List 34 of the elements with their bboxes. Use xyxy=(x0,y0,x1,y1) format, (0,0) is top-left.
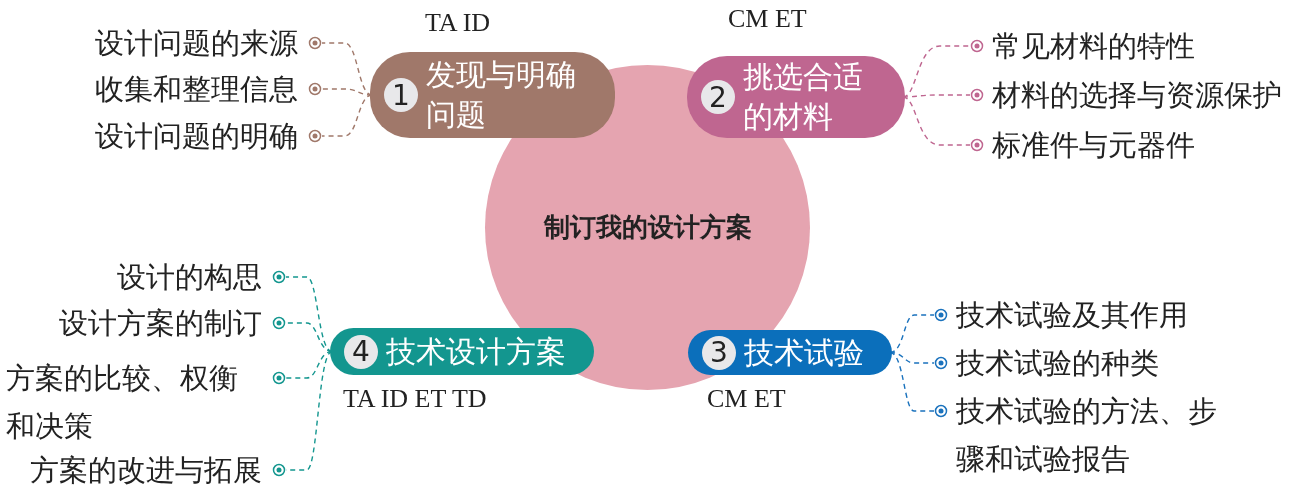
subtopic-text: 技术试验及其作用 xyxy=(956,298,1189,333)
code-label: TA ID ET TD xyxy=(343,384,487,414)
subtopic-text: 技术试验的种类 xyxy=(956,346,1160,381)
branch-title: 挑选合适的材料 xyxy=(743,58,864,136)
dashed-connector xyxy=(902,96,984,152)
code-label: CM ET xyxy=(707,384,786,414)
number-badge: 1 xyxy=(384,78,418,112)
topic-title: 制订我的设计方案 xyxy=(543,211,752,244)
branch-pill xyxy=(330,328,594,375)
subtopic-text: 标准件与元器件 xyxy=(992,128,1196,163)
number-badge: 4 xyxy=(344,334,378,369)
subtopic-text: 方案的改进与拓展 xyxy=(29,453,262,486)
branch-title: 发现与明确问题 xyxy=(426,56,577,134)
dashed-connector xyxy=(889,351,948,418)
number-badge: 3 xyxy=(702,335,736,370)
subtopic-text: 设计问题的来源 xyxy=(94,26,298,61)
dashed-connector xyxy=(272,350,333,477)
number-badge: 2 xyxy=(701,80,735,114)
subtopic-text: 技术试验的方法、步骤和试验报告 xyxy=(956,394,1218,477)
subtopic-text: 材料的选择与资源保护 xyxy=(992,78,1283,113)
code-label: CM ET xyxy=(728,4,807,34)
branch-title: 技术试验 xyxy=(744,333,864,372)
subtopic-text: 常见材料的特性 xyxy=(992,29,1196,64)
code-label: TA ID xyxy=(425,8,491,38)
subtopic-text: 设计问题的明确 xyxy=(94,119,298,154)
subtopic-text: 收集和整理信息 xyxy=(94,72,298,107)
branch-title: 技术设计方案 xyxy=(386,332,566,371)
branch-pill xyxy=(688,330,892,375)
branch-pill xyxy=(370,52,615,138)
dashed-connector xyxy=(889,308,948,354)
subtopic-text: 设计的构思 xyxy=(116,260,262,295)
subtopic-text: 方案的比较、权衡和决策 xyxy=(6,361,239,444)
subtopic-text: 设计方案的制订 xyxy=(58,306,262,341)
dashed-connector xyxy=(308,94,373,143)
